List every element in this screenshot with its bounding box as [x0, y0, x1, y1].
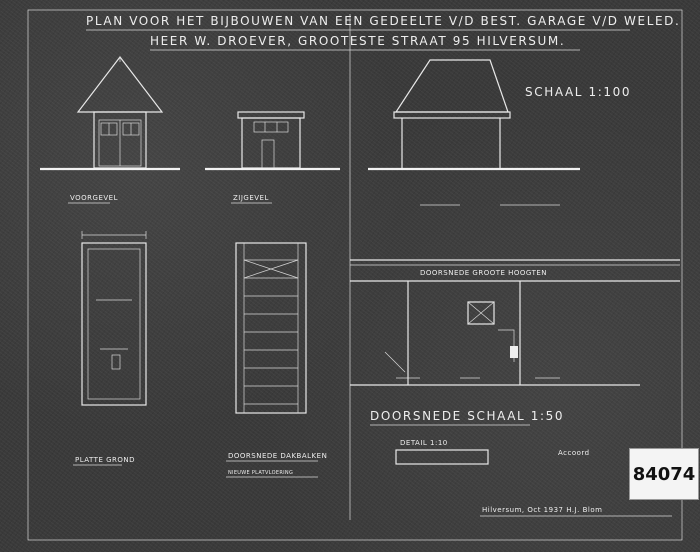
detail-box — [395, 449, 489, 465]
side-wall — [241, 117, 301, 169]
label-floor-plan: PLATTE GROND — [75, 456, 135, 464]
section-block — [510, 346, 518, 358]
detail-area: DOORSNEDE SCHAAL 1:50 DETAIL 1:10 — [370, 409, 564, 465]
roof-beam-plan: DOORSNEDE DAKBALKEN NIEUWE PLATVLOERING — [226, 242, 327, 478]
title-line-2: HEER W. DROEVER, GROOTESTE STRAAT 95 HIL… — [150, 34, 565, 48]
title-line-1: PLAN VOOR HET BIJBOUWEN VAN EEN GEDEELTE… — [86, 14, 680, 28]
long-elevation — [368, 59, 580, 206]
archive-number-stamp: 84074 — [629, 448, 699, 500]
sheet-border — [27, 9, 683, 541]
plan-fixture — [111, 354, 121, 370]
plan-inner-wall — [87, 248, 141, 400]
side-windows — [253, 121, 289, 133]
label-detail: DETAIL 1:10 — [400, 439, 448, 447]
label-roof-beams-sub: NIEUWE PLATVLOERING — [228, 470, 293, 476]
label-side-elevation: ZIJGEVEL — [233, 194, 269, 202]
label-right-section: DOORSNEDE GROOTE HOOGTEN — [420, 269, 547, 277]
label-roof-beams: DOORSNEDE DAKBALKEN — [228, 452, 327, 460]
front-elevation: VOORGEVEL — [40, 56, 180, 204]
front-roof — [76, 56, 164, 113]
right-section: DOORSNEDE GROOTE HOOGTEN — [350, 259, 680, 386]
long-eaves — [393, 111, 511, 119]
roof-beams — [243, 259, 299, 405]
signature: Hilversum, Oct 1937 H.J. Blom — [482, 506, 602, 514]
long-roof — [394, 59, 509, 113]
label-front-elevation: VOORGEVEL — [70, 194, 118, 202]
beam-plan-outline — [235, 242, 307, 414]
plan-outer-wall — [81, 242, 147, 406]
margin-note: Accoord — [558, 449, 590, 457]
label-section-scale: DOORSNEDE SCHAAL 1:50 — [370, 409, 564, 423]
floor-plan: PLATTE GROND — [73, 231, 147, 466]
side-door — [261, 139, 275, 169]
section-pier — [467, 301, 495, 325]
side-roof-edge — [237, 111, 305, 119]
scale-label-top: SCHAAL 1:100 — [525, 85, 631, 99]
side-elevation: ZIJGEVEL — [205, 111, 340, 204]
